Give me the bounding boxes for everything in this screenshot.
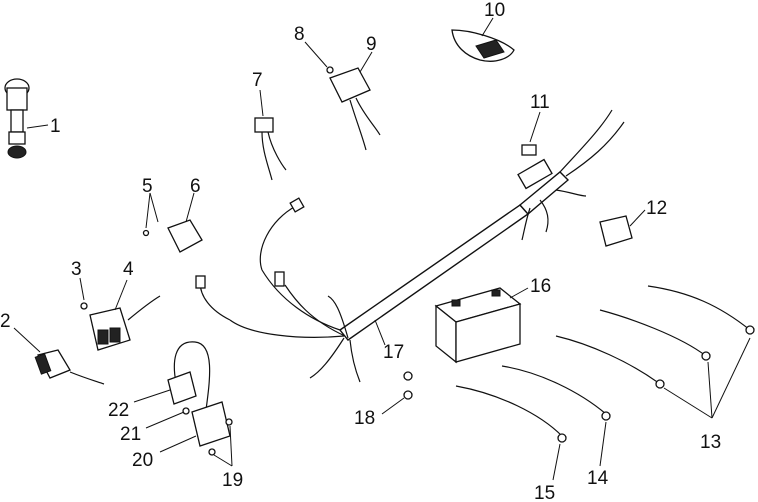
callout-22: 22 bbox=[108, 400, 129, 421]
callout-14: 14 bbox=[587, 468, 609, 489]
callout-16: 16 bbox=[530, 276, 551, 297]
callout-11: 11 bbox=[530, 92, 550, 113]
callout-7: 7 bbox=[252, 70, 263, 91]
cable-straps-part bbox=[455, 285, 755, 481]
nuts-part bbox=[381, 371, 413, 415]
callout-8: 8 bbox=[294, 24, 305, 45]
callout-19: 19 bbox=[222, 470, 243, 491]
callout-18: 18 bbox=[354, 408, 375, 429]
ignition-switch-part bbox=[4, 78, 49, 159]
callout-9: 9 bbox=[366, 34, 377, 55]
connector-part bbox=[254, 89, 287, 181]
callout-20: 20 bbox=[132, 450, 153, 471]
cdi-box-part bbox=[304, 41, 381, 151]
callout-10: 10 bbox=[484, 0, 505, 21]
callout-4: 4 bbox=[123, 259, 134, 280]
callout-21: 21 bbox=[120, 424, 141, 445]
ignition-coil-part bbox=[133, 341, 233, 467]
module-part bbox=[142, 192, 203, 253]
sensor-part bbox=[13, 327, 105, 385]
wiring-harness-part bbox=[195, 109, 625, 383]
callout-2: 2 bbox=[0, 311, 11, 332]
callout-1: 1 bbox=[50, 116, 61, 137]
battery-part bbox=[434, 287, 529, 364]
fuse-part bbox=[521, 111, 541, 156]
callout-5: 5 bbox=[142, 176, 153, 197]
relay-block-part bbox=[79, 277, 161, 351]
callout-12: 12 bbox=[646, 198, 667, 219]
callout-15: 15 bbox=[534, 483, 555, 502]
callout-3: 3 bbox=[71, 259, 82, 280]
callout-6: 6 bbox=[190, 176, 201, 197]
callout-13: 13 bbox=[700, 432, 721, 453]
relay-part bbox=[599, 209, 646, 247]
callout-17: 17 bbox=[383, 342, 404, 363]
cover-part bbox=[451, 17, 515, 62]
